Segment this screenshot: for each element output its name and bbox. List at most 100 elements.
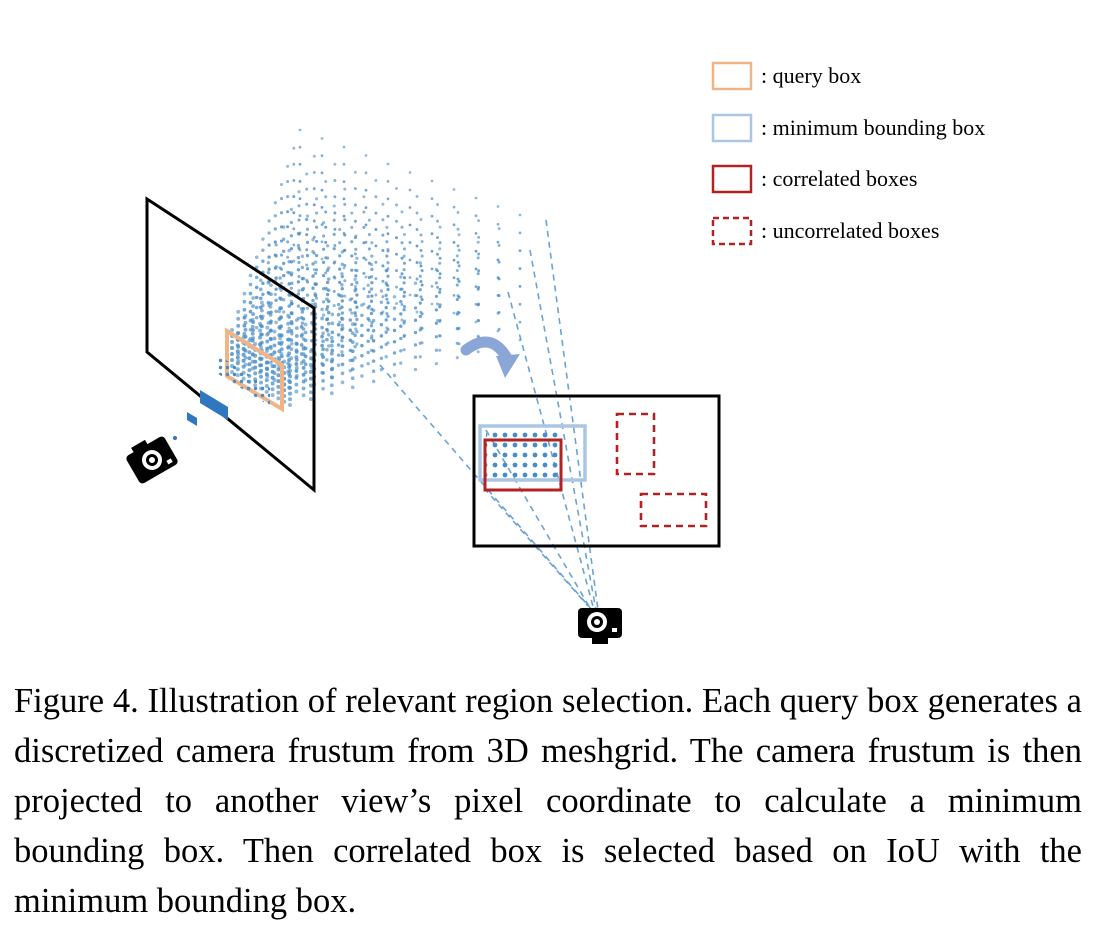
- frustum-point: [353, 219, 357, 223]
- frustum-point: [260, 308, 264, 313]
- frustum-point: [355, 342, 359, 346]
- frustum-point: [419, 310, 423, 314]
- frustum-point: [350, 240, 354, 244]
- frustum-point: [353, 344, 357, 349]
- frustum-point: [258, 278, 263, 283]
- frustum-point: [392, 328, 397, 333]
- frustum-point: [230, 346, 234, 350]
- frustum-point: [258, 370, 262, 375]
- frustum-point: [305, 172, 309, 176]
- frustum-point: [297, 289, 301, 293]
- frustum-point: [338, 227, 342, 232]
- frustum-point: [496, 276, 500, 279]
- frustum-point: [296, 243, 301, 248]
- frustum-point: [296, 268, 301, 272]
- frustum-point: [324, 271, 328, 275]
- frustum-point: [367, 290, 371, 294]
- frustum-point: [261, 259, 265, 263]
- frustum-point: [273, 266, 277, 270]
- frustum-point: [386, 162, 390, 166]
- frustum-point: [266, 260, 271, 265]
- frustum-point: [438, 287, 442, 291]
- frustum-point: [413, 306, 418, 310]
- frustum-point: [325, 280, 330, 285]
- frustum-point: [277, 357, 282, 362]
- frustum-point: [297, 204, 301, 208]
- frustum-point: [258, 335, 262, 340]
- frustum-point: [300, 254, 305, 259]
- frustum-point: [289, 299, 294, 303]
- frustum-point: [325, 348, 329, 352]
- frustum-point: [340, 274, 344, 279]
- feature-point: [173, 436, 177, 440]
- frustum-point: [340, 344, 345, 349]
- frustum-point: [452, 258, 456, 262]
- frustum-point: [395, 285, 398, 289]
- frustum-point: [456, 310, 460, 314]
- frustum-point: [276, 390, 281, 395]
- frustum-point: [385, 326, 389, 330]
- frustum-point: [413, 343, 418, 347]
- frustum-point: [298, 214, 302, 218]
- frustum-point: [496, 294, 500, 297]
- frustum-point: [282, 298, 286, 302]
- frustum-point: [273, 253, 277, 257]
- frustum-point: [370, 281, 374, 285]
- frustum-point: [298, 231, 302, 235]
- frustum-point: [321, 386, 325, 391]
- frustum-point: [342, 180, 346, 184]
- frustum-point: [340, 371, 345, 376]
- frustum-point: [342, 249, 346, 253]
- frustum-point: [279, 197, 284, 201]
- legend: : query box : minimum bounding box : cor…: [711, 61, 985, 246]
- figure-caption: Figure 4. Illustration of relevant regio…: [14, 682, 1082, 920]
- frustum-point: [355, 293, 359, 297]
- frustum-point: [326, 288, 331, 293]
- frustum-point: [298, 128, 302, 132]
- frustum-point: [415, 211, 419, 215]
- frustum-point: [272, 378, 277, 382]
- frustum-point: [273, 292, 277, 297]
- frustum-point: [434, 294, 439, 299]
- frustum-point: [385, 254, 389, 258]
- frustum-point: [312, 203, 316, 207]
- frustum-point: [329, 391, 334, 396]
- frustum-point: [476, 272, 480, 276]
- frustum-point: [251, 304, 255, 308]
- frustum-point: [294, 326, 299, 330]
- frustum-point: [400, 241, 404, 245]
- frustum-point: [279, 342, 284, 347]
- frustum-point: [320, 257, 324, 261]
- frustum-point: [321, 300, 326, 304]
- frustum-point: [242, 347, 247, 352]
- frustum-point: [272, 329, 277, 334]
- frustum-point: [497, 227, 501, 231]
- frustum-point: [430, 302, 434, 306]
- frustum-point: [353, 170, 357, 174]
- frustum-point: [332, 304, 336, 308]
- frustum-point: [455, 283, 459, 287]
- frustum-point: [408, 241, 412, 244]
- frustum-point: [258, 287, 263, 292]
- frustum-point: [298, 145, 302, 149]
- frustum-point: [277, 309, 282, 314]
- frustum-point: [395, 302, 398, 305]
- frustum-point: [258, 363, 262, 368]
- frustum-point: [400, 318, 404, 322]
- frustum-point: [279, 182, 284, 187]
- frustum-point: [290, 321, 294, 326]
- frustum-point: [477, 269, 481, 273]
- frustum-point: [305, 248, 309, 252]
- frustum-point: [340, 327, 344, 332]
- frustum-point: [254, 305, 259, 310]
- frustum-point: [343, 279, 347, 283]
- frustum-point: [267, 231, 271, 235]
- frustum-point: [294, 362, 299, 366]
- frustum-point: [370, 267, 374, 272]
- frustum-point: [497, 260, 501, 264]
- frustum-point: [287, 365, 292, 369]
- frustum-point: [329, 335, 334, 340]
- frustum-point: [342, 197, 346, 201]
- frustum-point: [402, 308, 406, 312]
- frustum-point: [248, 309, 253, 314]
